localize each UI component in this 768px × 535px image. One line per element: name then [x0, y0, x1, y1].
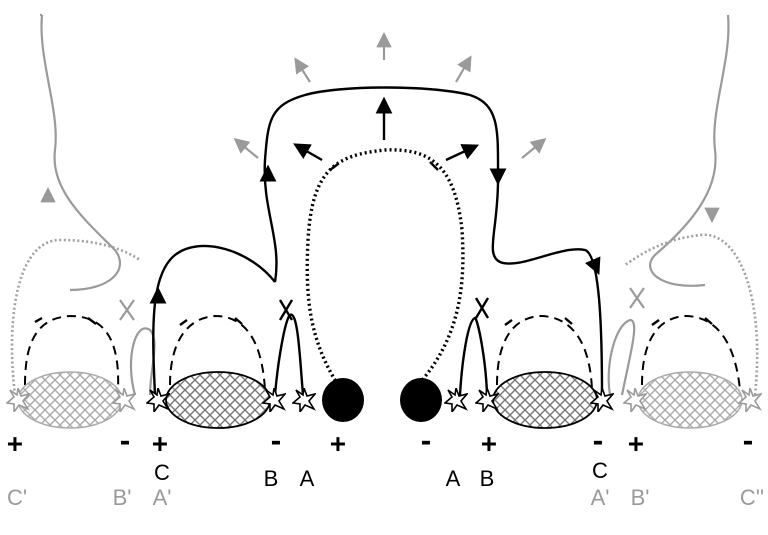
outer-grey-field-lines [12, 15, 757, 395]
labels-grey: C' B' A' A' B' C'' [7, 485, 764, 510]
polarity-sign: + [628, 429, 644, 459]
sunspot-left [322, 378, 364, 422]
main-field-lines [153, 88, 602, 396]
label-a-prime: A' [153, 485, 172, 510]
label-c-double-prime: C'' [740, 485, 764, 510]
polarity-sign: + [152, 429, 168, 459]
central-dotted-loop [296, 100, 476, 385]
label-c: C [154, 460, 170, 485]
label-c-prime: C' [7, 485, 27, 510]
polarity-sign: + [330, 429, 346, 459]
labels-black: C B A A B C [154, 458, 608, 491]
label-a: A [300, 466, 315, 491]
label-b-prime: B' [631, 485, 650, 510]
polarity-sign: - [590, 427, 606, 457]
label-b: B [264, 466, 279, 491]
region-right [493, 372, 597, 428]
label-a: A [446, 466, 461, 491]
label-b-prime: B' [113, 485, 132, 510]
label-b: B [480, 466, 495, 491]
polarity-sign: + [481, 429, 497, 459]
polarity-sign: + [7, 429, 23, 459]
polarity-signs: + + - - + + - - + - [7, 427, 756, 459]
region-grey-right [638, 372, 742, 428]
sunspot-right [400, 378, 442, 422]
polarity-sign: - [117, 427, 133, 457]
polarity-sign: - [418, 427, 434, 457]
region-grey-left [18, 372, 122, 428]
sunspots [322, 378, 442, 422]
label-c: C [592, 458, 608, 483]
label-a-prime: A' [591, 485, 610, 510]
region-left [166, 372, 270, 428]
polarity-sign: - [268, 427, 284, 457]
polarity-sign: - [740, 427, 756, 457]
